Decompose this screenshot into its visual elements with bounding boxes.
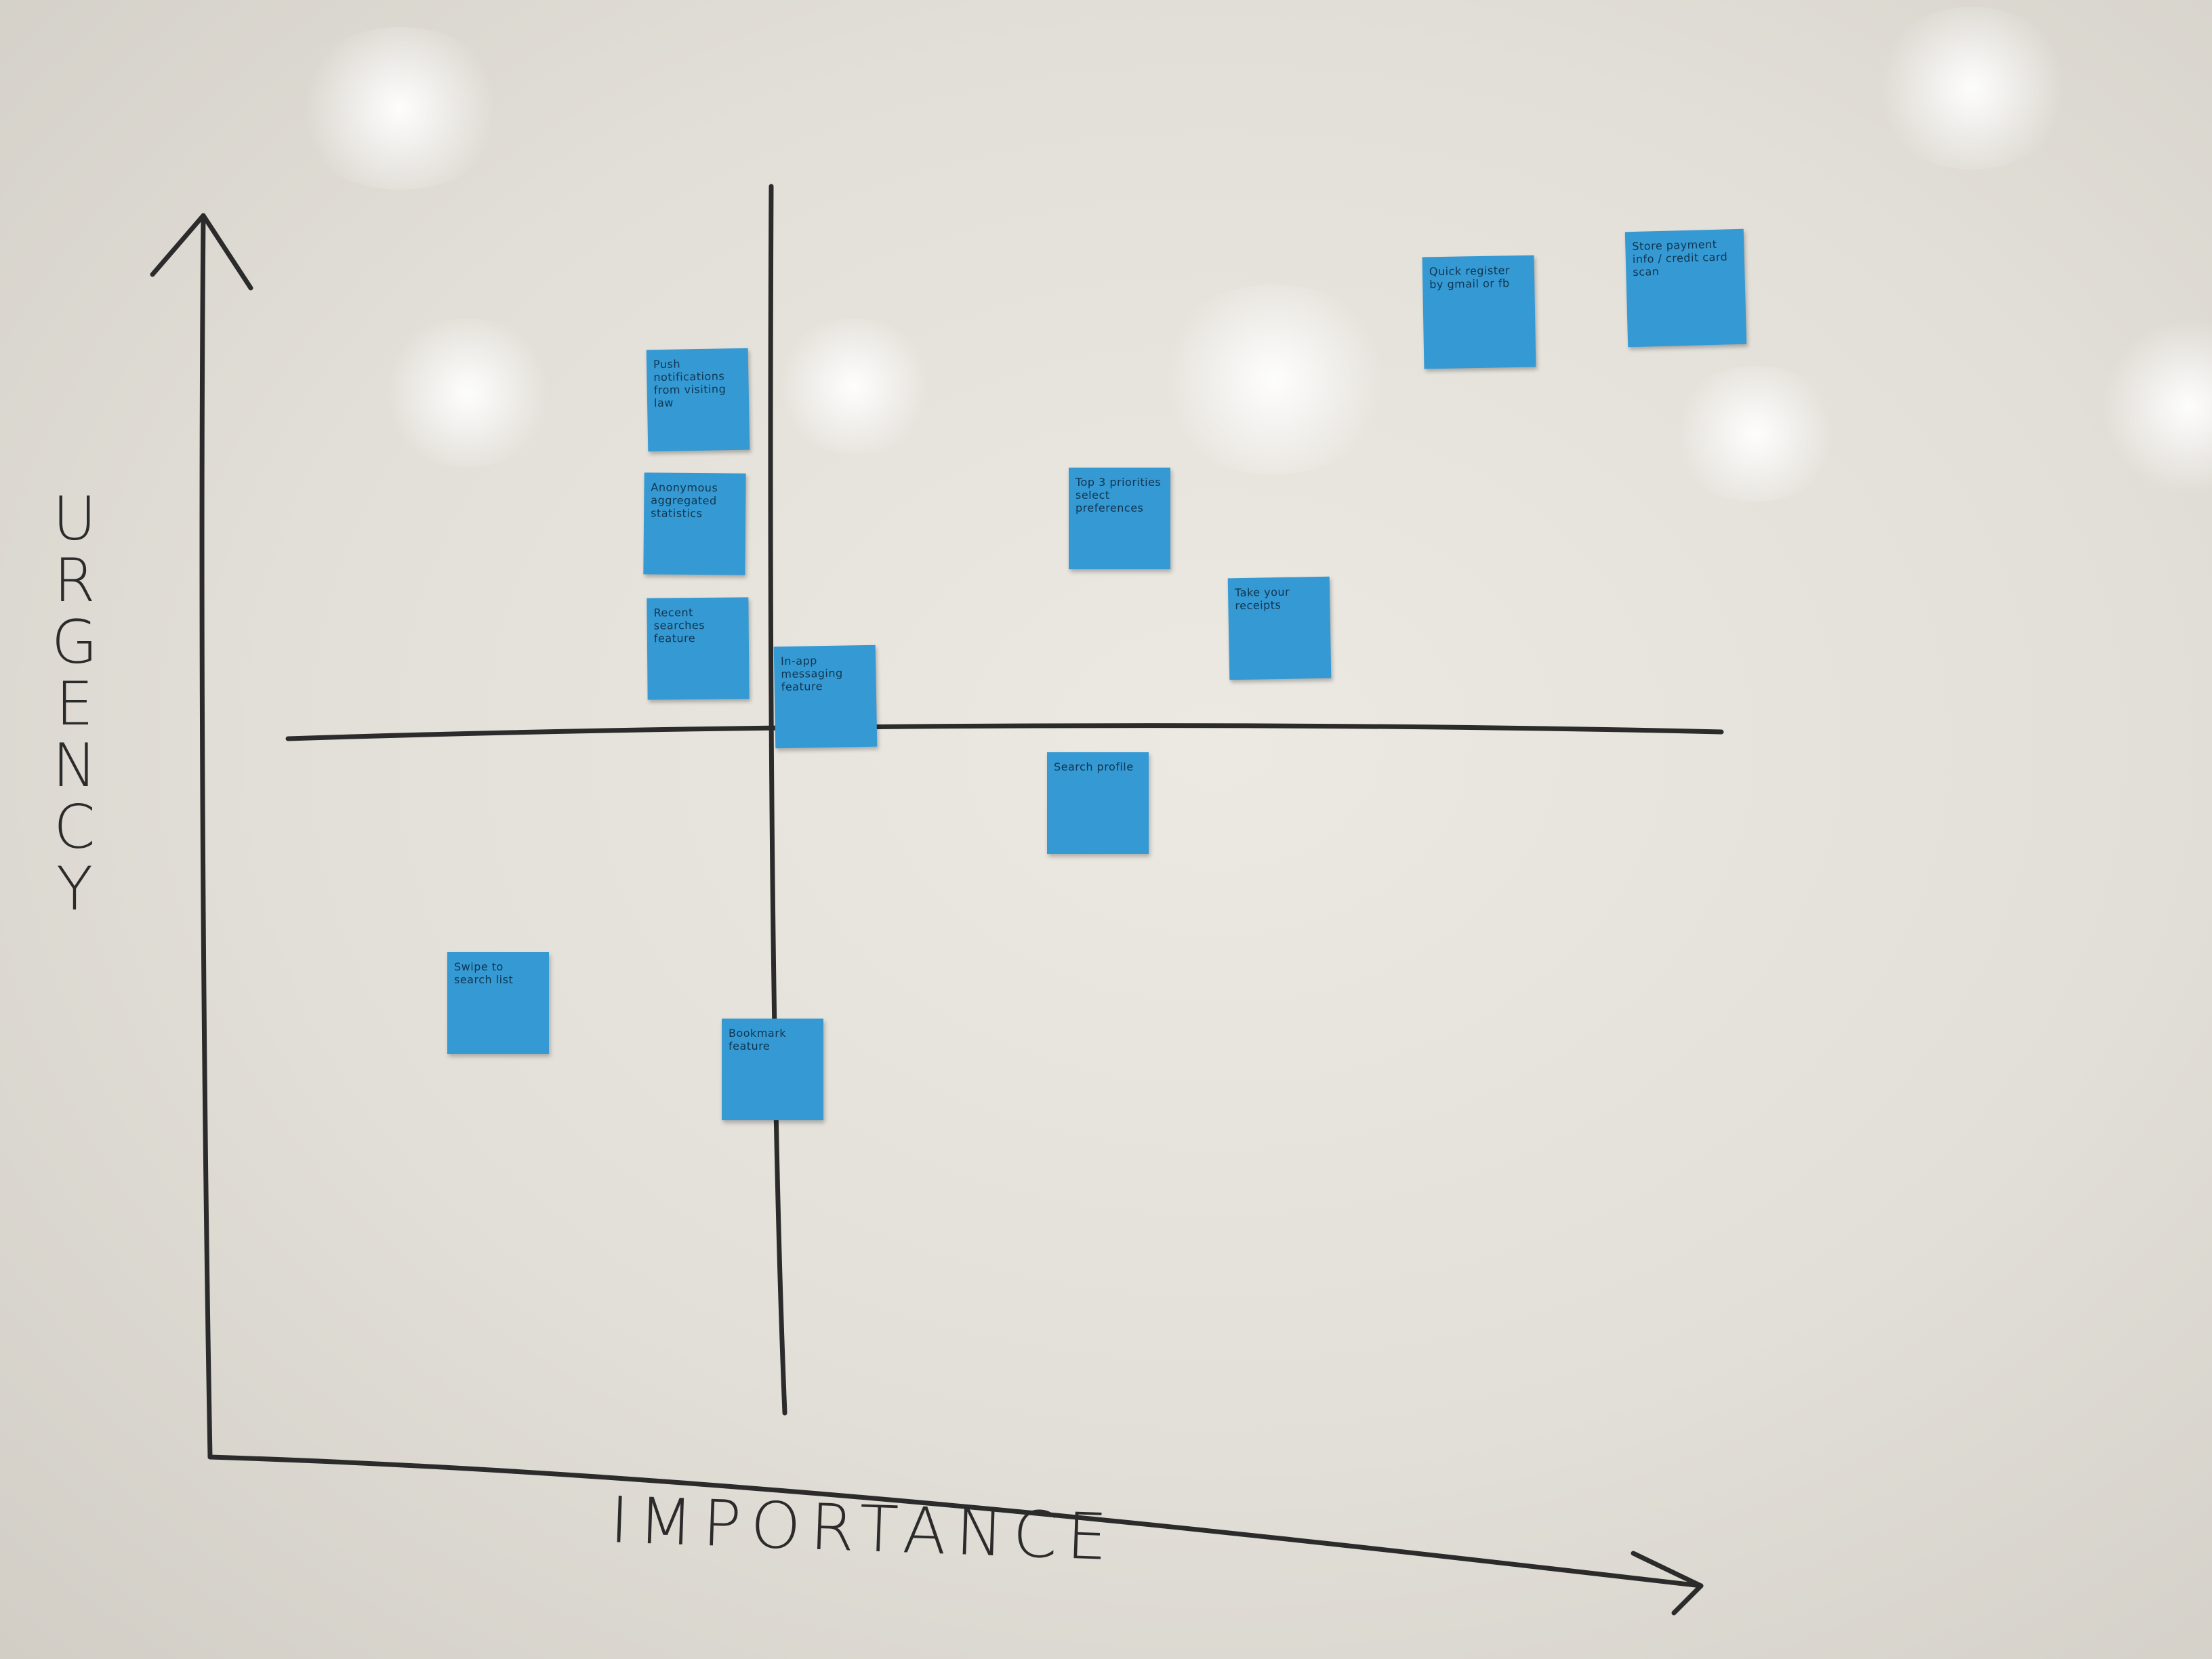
note-text: Recent searches feature (653, 606, 705, 645)
x-axis-line (207, 1454, 1704, 1589)
y-axis-line (199, 213, 213, 1460)
note-text: Bookmark feature (729, 1027, 787, 1052)
light-glare (291, 27, 508, 190)
sticky-note[interactable]: In-app messaging feature (773, 644, 878, 749)
y-axis-arrowhead (150, 213, 253, 291)
x-axis-label: IMPORTANCE (609, 1483, 1118, 1576)
light-glare (380, 319, 556, 468)
sticky-note[interactable]: Top 3 priorities select preferences (1069, 468, 1170, 569)
light-glare (1870, 7, 2074, 169)
sticky-note[interactable]: Anonymous aggregated statistics (643, 472, 746, 575)
sticky-note[interactable]: Push notifications from visiting law (646, 348, 750, 452)
sticky-note[interactable]: Take your receipts (1227, 576, 1332, 680)
note-text: Store payment info / credit card scan (1632, 237, 1728, 279)
sticky-note[interactable]: Search profile (1047, 752, 1149, 854)
note-text: Swipe to search list (454, 960, 514, 986)
sticky-note[interactable]: Store payment info / credit card scan (1624, 228, 1747, 348)
y-axis-label: U R G E N C Y (51, 484, 98, 924)
note-text: Take your receipts (1234, 585, 1290, 613)
note-text: Anonymous aggregated statistics (651, 480, 718, 520)
sticky-note[interactable]: Bookmark feature (722, 1019, 823, 1120)
sticky-note[interactable]: Swipe to search list (447, 952, 549, 1054)
light-glare (773, 319, 935, 454)
horizontal-divider (285, 723, 1724, 741)
note-text: In-app messaging feature (780, 654, 843, 694)
sticky-note[interactable]: Recent searches feature (647, 597, 750, 700)
note-text: Push notifications from visiting law (653, 357, 726, 410)
x-axis-arrowhead (1631, 1551, 1704, 1616)
light-glare (1667, 366, 1843, 501)
vertical-divider (768, 184, 787, 1416)
note-text: Top 3 priorities select preferences (1076, 476, 1162, 514)
note-text: Quick register by gmail or fb (1429, 264, 1511, 291)
light-glare (1152, 285, 1396, 474)
note-text: Search profile (1054, 760, 1134, 773)
sticky-note[interactable]: Quick register by gmail or fb (1422, 255, 1536, 369)
